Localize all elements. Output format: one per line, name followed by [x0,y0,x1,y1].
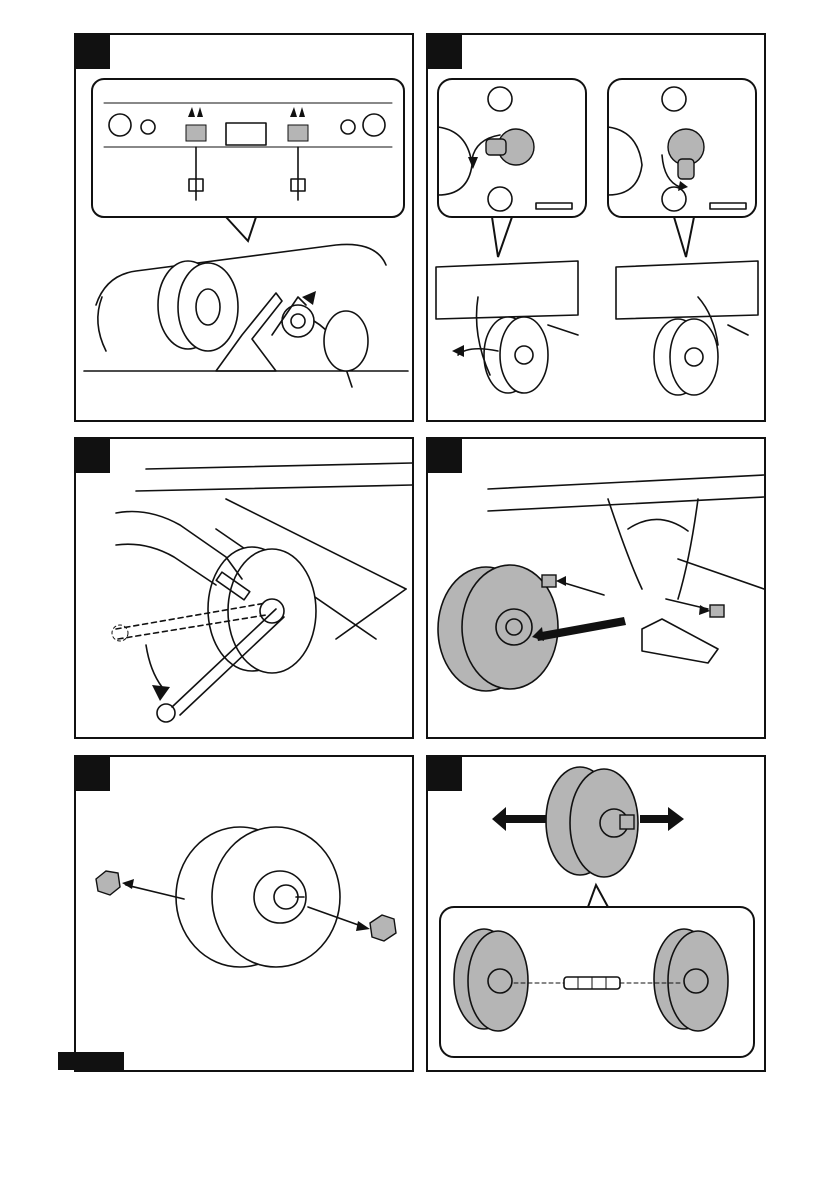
step-panel-4 [426,437,766,739]
step-panel-1 [74,33,414,422]
caster-lock-illustration [428,35,766,422]
nut-remove-illustration [76,757,414,1072]
step-panel-5 [74,755,414,1072]
footer-tab [58,1052,124,1070]
axle-illustration [428,757,766,1072]
callout-box [92,79,404,217]
jack-lift-illustration [76,35,414,422]
step-panel-6 [426,755,766,1072]
wrench-illustration [76,439,414,739]
wheel-remove-illustration [428,439,766,739]
step-panel-2 [426,33,766,422]
step-panel-3 [74,437,414,739]
